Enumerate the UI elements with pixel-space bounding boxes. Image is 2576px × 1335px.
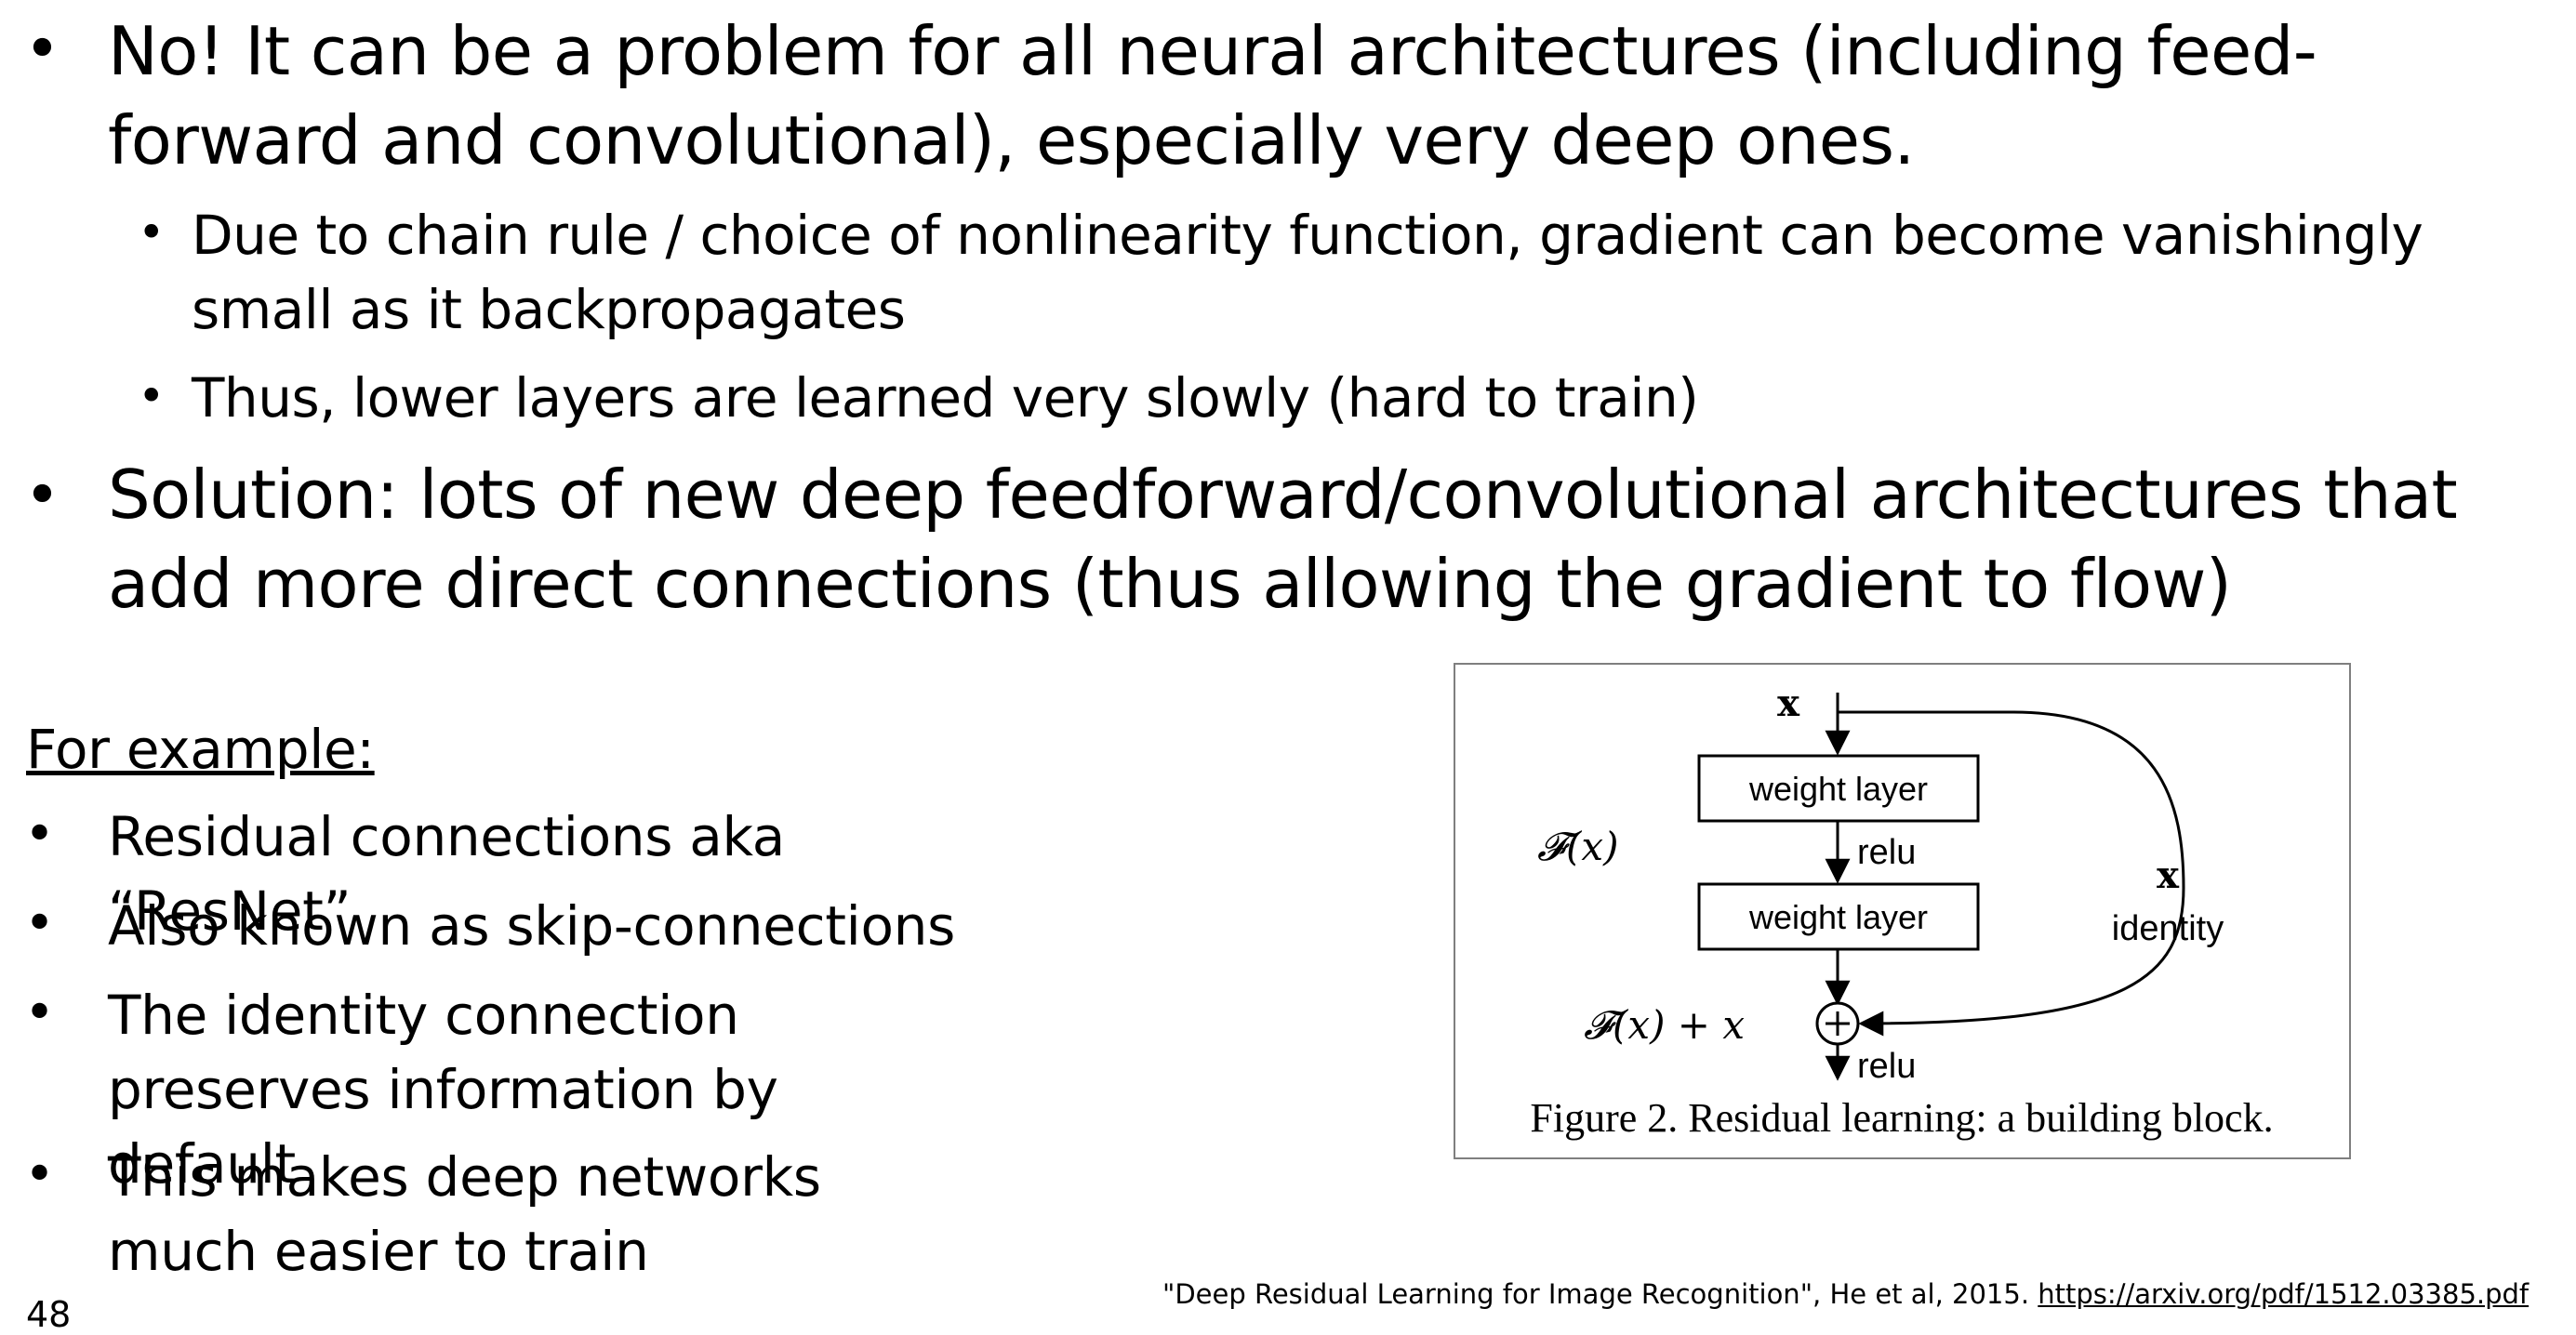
sub-bullet-text: Due to chain rule / choice of nonlineari…	[192, 204, 2423, 341]
citation-link[interactable]: https://arxiv.org/pdf/1512.03385.pdf	[2038, 1278, 2530, 1310]
example-item: Also known as skip-connections	[108, 894, 956, 958]
bullet-marker: •	[24, 459, 60, 531]
example-bullet-marker: •	[24, 804, 56, 865]
example-item: This makes deep networks much easier to …	[108, 1145, 821, 1283]
figure-caption: Figure 2. Residual learning: a building …	[1530, 1095, 2273, 1141]
input-x-label: x	[1777, 681, 1800, 725]
example-bullet-marker: •	[24, 893, 56, 954]
bullet-text: No! It can be a problem for all neural a…	[108, 12, 2317, 179]
identity-skip-connection	[1838, 710, 2185, 1037]
example-heading: For example:	[26, 718, 375, 781]
page-number: 48	[26, 1294, 72, 1335]
example-item: The identity connection preserves inform…	[108, 984, 778, 1196]
weight-layer-2	[1697, 882, 1980, 951]
sub-bullet-marker: •	[138, 369, 166, 423]
example-bullet-marker: •	[24, 1144, 56, 1205]
bullet-marker: •	[24, 13, 60, 85]
sub-bullet-marker: •	[138, 205, 166, 259]
citation-text: "Deep Residual Learning for Image Recogn…	[1162, 1278, 2038, 1310]
identity-x-label: x	[2157, 853, 2180, 897]
citation: "Deep Residual Learning for Image Recogn…	[1162, 1277, 2529, 1311]
residual-block-diagram: x weight layer relu weight layer relu 𝓕(…	[1530, 681, 2273, 1141]
sub-bullet-text: Thus, lower layers are learned very slow…	[192, 366, 1699, 430]
weight-layer-1-label: weight layer	[1748, 770, 1928, 808]
fx-label: 𝓕(x)	[1537, 824, 1618, 869]
resnet-figure: x weight layer relu weight layer relu 𝓕(…	[1454, 663, 2351, 1159]
fx-plus-x-label: 𝓕(x) + x	[1584, 1002, 1745, 1048]
weight-layer-2-label: weight layer	[1748, 898, 1928, 936]
bullet-text: Solution: lots of new deep feedforward/c…	[108, 456, 2458, 623]
identity-label: identity	[2112, 909, 2224, 948]
relu-2-label: relu	[1857, 1047, 1916, 1086]
example-bullet-marker: •	[24, 983, 56, 1043]
example-item: Residual connections aka “ResNet”	[108, 805, 786, 943]
relu-1-label: relu	[1857, 833, 1916, 872]
